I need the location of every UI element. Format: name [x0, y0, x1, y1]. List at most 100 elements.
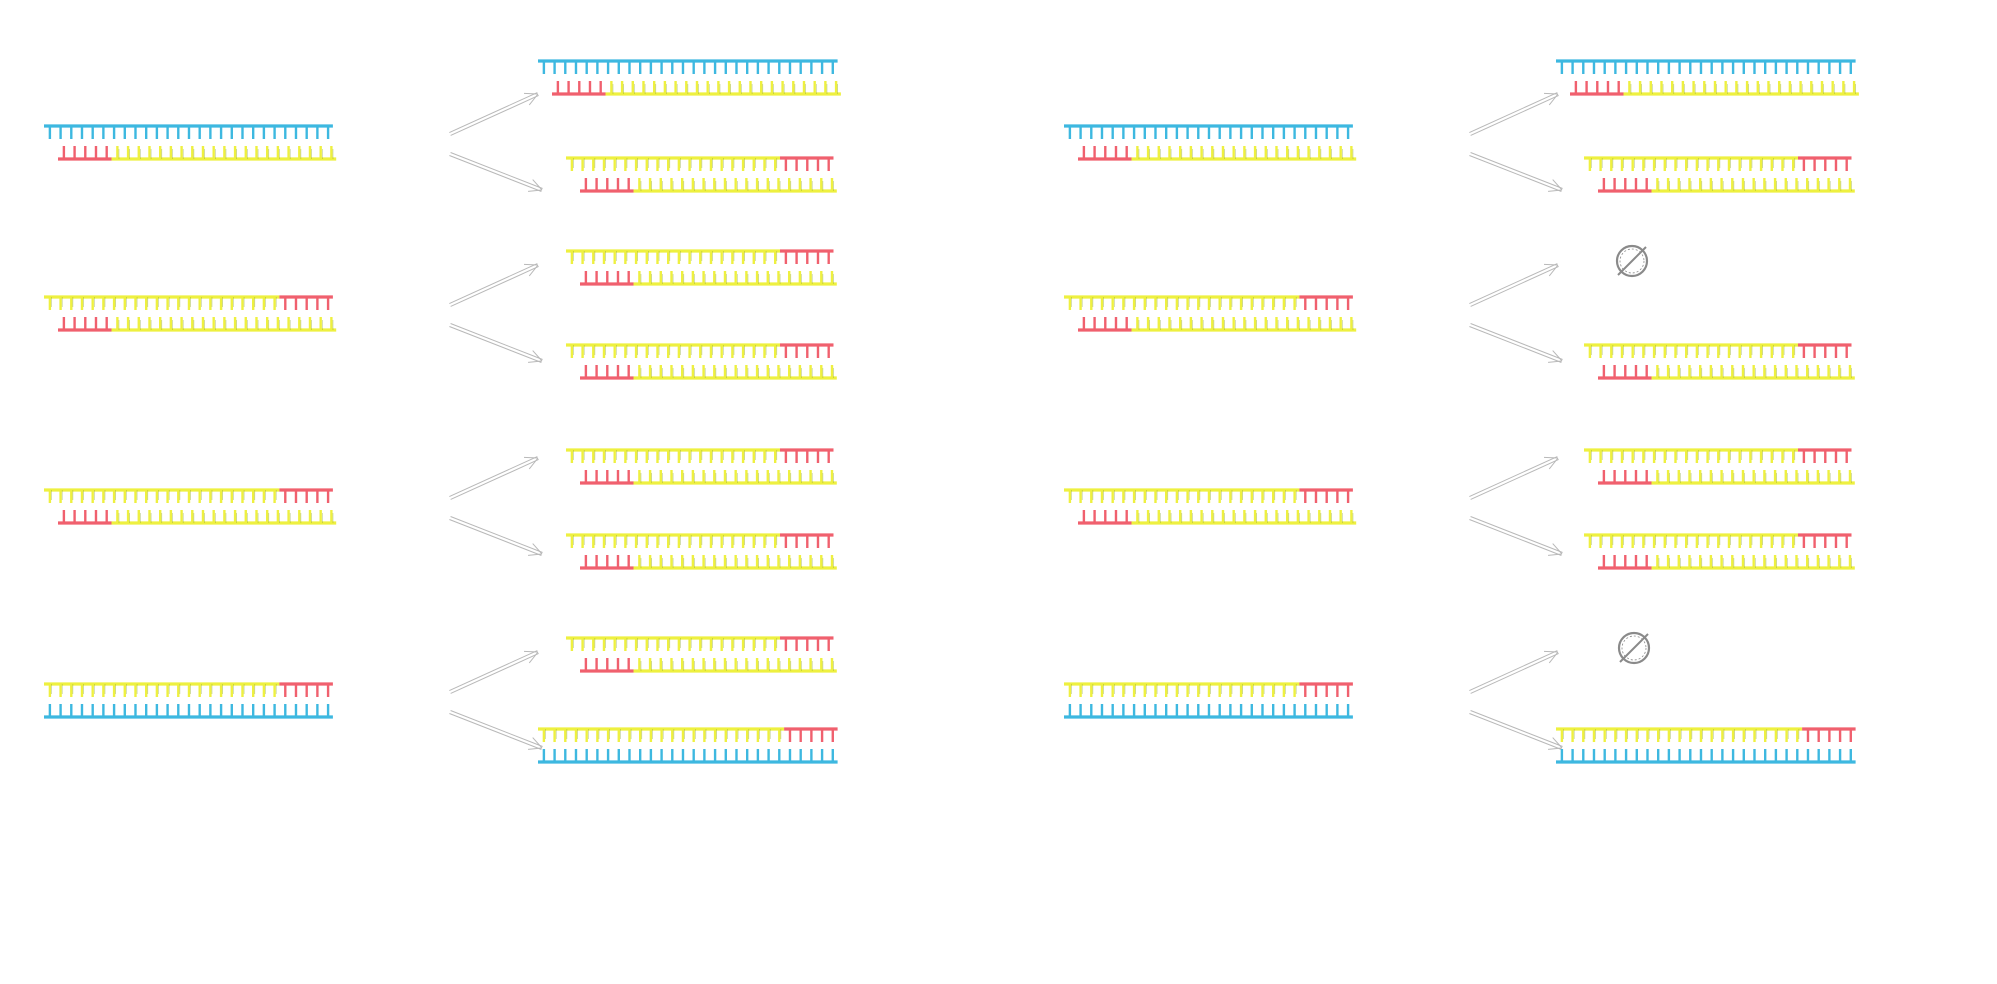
arrow-shaft: [1470, 152, 1563, 189]
arrow-up-right-4: [1469, 650, 1559, 694]
bottom-strand: [58, 146, 337, 161]
bottom-strand: [1064, 704, 1353, 719]
output-duplex-left-4-1: [566, 636, 837, 673]
top-strand: [1584, 343, 1852, 358]
output-duplex-right-2-2: [1584, 343, 1855, 380]
arrow-head: [1552, 543, 1563, 555]
arrow-head: [523, 92, 539, 95]
arrow-shaft: [1470, 710, 1563, 747]
arrow-shaft: [449, 92, 538, 133]
arrow-shaft: [450, 152, 543, 189]
arrow-head: [1543, 456, 1559, 459]
output-duplex-right-3-1: [1584, 448, 1855, 485]
bottom-strand: [580, 470, 837, 485]
arrow-down-left-4: [449, 710, 543, 750]
null-set-inner: [1621, 635, 1647, 661]
arrow-head: [1548, 360, 1563, 363]
arrow-down-right-2: [1469, 323, 1563, 363]
arrow-shaft: [1469, 263, 1558, 304]
top-strand: [1584, 448, 1852, 463]
arrow-up-left-2: [449, 263, 539, 307]
null-set-ring: [1617, 631, 1651, 665]
arrow-shaft: [449, 713, 542, 750]
top-strand: [538, 727, 838, 742]
arrow-head: [1548, 93, 1559, 106]
arrow-head: [532, 543, 543, 555]
output-duplex-left-2-1: [566, 249, 837, 286]
null-set-slash: [1619, 633, 1649, 663]
output-duplex-left-4-2: [538, 727, 838, 764]
null-set-slash: [1617, 246, 1647, 276]
top-strand: [566, 249, 834, 264]
arrow-shaft: [1469, 92, 1558, 133]
bottom-strand: [1570, 81, 1859, 96]
top-strand: [566, 636, 834, 651]
top-strand: [1556, 727, 1856, 742]
bottom-strand: [58, 510, 337, 525]
arrow-shaft: [1469, 326, 1562, 363]
bottom-strand: [538, 749, 838, 764]
output-duplex-right-3-2: [1584, 533, 1855, 570]
arrow-head: [523, 263, 539, 266]
arrow-shaft: [1470, 95, 1559, 136]
arrow-head: [528, 360, 543, 363]
arrow-head: [528, 747, 543, 750]
arrow-shaft: [1470, 323, 1563, 360]
top-strand: [1064, 682, 1353, 697]
input-duplex-left-1: [44, 124, 337, 161]
bottom-strand: [580, 178, 837, 193]
arrow-head: [1543, 650, 1559, 653]
arrow-down-left-3: [449, 516, 543, 556]
arrow-up-right-3: [1469, 456, 1559, 500]
bottom-strand: [1078, 146, 1357, 161]
arrow-head: [528, 553, 543, 556]
output-duplex-right-4-2: [1556, 727, 1856, 764]
null-set-inner: [1619, 248, 1645, 274]
arrow-head: [1548, 553, 1563, 556]
null-set-icon-right-2: [1615, 244, 1649, 278]
arrow-shaft: [1469, 456, 1558, 497]
arrow-shaft: [1469, 650, 1558, 691]
arrow-shaft: [449, 519, 542, 556]
input-duplex-right-3: [1064, 488, 1357, 525]
arrow-head: [1548, 457, 1559, 470]
arrow-head: [1543, 92, 1559, 95]
arrow-head: [1552, 179, 1563, 191]
arrow-shaft: [449, 326, 542, 363]
arrow-head: [1548, 264, 1559, 277]
arrow-shaft: [450, 95, 539, 136]
top-strand: [566, 533, 834, 548]
bottom-strand: [580, 271, 837, 286]
null-set-icon-right-4: [1617, 631, 1651, 665]
arrow-head: [523, 456, 539, 459]
bottom-strand: [1556, 749, 1856, 764]
arrow-shaft: [449, 456, 538, 497]
top-strand: [538, 59, 838, 74]
arrow-up-left-1: [449, 92, 539, 136]
top-strand: [44, 295, 333, 310]
output-duplex-left-1-2: [566, 156, 837, 193]
arrow-head: [523, 650, 539, 653]
arrow-head: [532, 179, 543, 191]
arrow-down-left-2: [449, 323, 543, 363]
output-duplex-left-3-1: [566, 448, 837, 485]
top-strand: [44, 682, 333, 697]
top-strand: [1584, 533, 1852, 548]
arrow-shaft: [450, 710, 543, 747]
arrow-shaft: [450, 266, 539, 307]
input-duplex-left-4: [44, 682, 333, 719]
input-duplex-left-3: [44, 488, 337, 525]
arrow-shaft: [450, 323, 543, 360]
arrow-head: [1548, 189, 1563, 192]
bottom-strand: [580, 555, 837, 570]
arrow-shaft: [449, 650, 538, 691]
arrow-shaft: [449, 263, 538, 304]
arrow-head: [528, 189, 543, 192]
input-duplex-right-4: [1064, 682, 1353, 719]
arrow-shaft: [1470, 459, 1559, 500]
bottom-strand: [552, 81, 841, 96]
top-strand: [1064, 488, 1353, 503]
arrow-shaft: [450, 459, 539, 500]
arrow-shaft: [1469, 713, 1562, 750]
